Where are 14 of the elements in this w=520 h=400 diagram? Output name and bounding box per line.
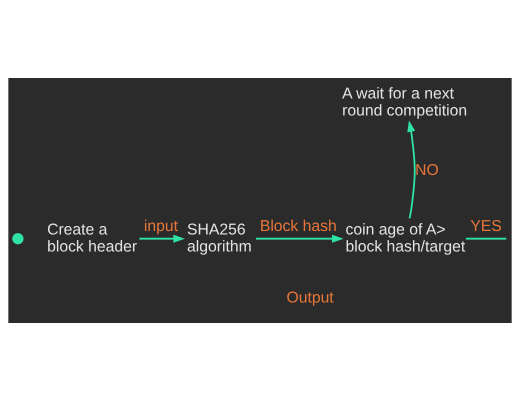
label: Output [286, 288, 334, 306]
edge-label: YES [470, 218, 502, 235]
node-circle [12, 232, 24, 244]
edge-label: Block hash [260, 218, 337, 235]
node-text: SHA256 algorithm [187, 220, 252, 255]
arrow [407, 120, 416, 218]
edge-label: input [144, 218, 178, 235]
arrow [139, 234, 185, 242]
connector [466, 237, 506, 240]
node-text: A wait for a next round competition [342, 84, 468, 119]
node-text: Create a block header [47, 220, 138, 255]
edge-label: NO [415, 161, 439, 178]
node-text: coin age of A> block hash/target [345, 220, 466, 255]
arrow [256, 234, 344, 242]
